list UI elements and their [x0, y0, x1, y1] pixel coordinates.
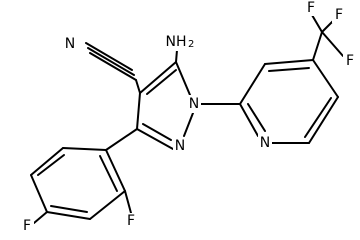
- c3-aryl-bond: [105, 128, 138, 151]
- atom-label: F: [127, 213, 135, 229]
- aryl-bond-c3-c4-inner: [50, 205, 88, 213]
- cf3-f3-bond: [321, 31, 344, 57]
- aryl-para-fluorine-atom: F: [20, 218, 34, 234]
- cf3-fluorine-2-atom: F: [332, 7, 346, 23]
- atom-label: N: [65, 36, 75, 52]
- nitrile-bond-2: [87, 47, 135, 76]
- c-cn-bond: [135, 79, 141, 94]
- pyrazole-n1-atom: N: [187, 95, 201, 113]
- cf3-f1-bond: [311, 14, 323, 33]
- cf3-fluorine-1-atom: F: [304, 0, 318, 16]
- aryl-ortho-fluorine-atom: F: [124, 213, 138, 229]
- amino-group: NH 2: [165, 33, 197, 51]
- nitrile-nitrogen-atom: N: [62, 34, 78, 52]
- pyrazole-bond-c5-n1: [175, 61, 191, 96]
- atom-label: N: [189, 96, 199, 112]
- pyrazole-bond-c4-c5: [139, 61, 177, 94]
- aryl-c4-f-bond: [33, 211, 48, 224]
- aryl-bond-c1-c2: [105, 149, 126, 192]
- atom-label: F: [335, 7, 343, 23]
- pyridine-bond-c3-c4-inner: [268, 67, 310, 72]
- aryl-bond-c5-c6: [30, 147, 64, 176]
- molecule-structure: N NH 2 N N N F F F: [20, 0, 357, 234]
- atom-label-layer: N NH 2 N N N F F F: [20, 0, 357, 234]
- aryl-bond-c2-c3: [89, 190, 126, 220]
- c5-nh2-bond: [175, 49, 178, 63]
- atom-subscript: 2: [188, 39, 194, 50]
- pyrazole-bond-c4-c3: [136, 92, 141, 130]
- cf3-fluorine-3-atom: F: [343, 53, 357, 69]
- nitrile-bond-3: [89, 52, 137, 81]
- atom-label: N: [260, 135, 270, 151]
- nitrile-bond-1: [85, 42, 133, 71]
- aryl-bond-c4-c5: [30, 174, 48, 213]
- atom-label: NH: [166, 34, 187, 50]
- atom-label: F: [307, 0, 315, 16]
- pyridine-bond-n-c2: [239, 103, 259, 137]
- aryl-bond-c1-c2-inner: [99, 155, 118, 192]
- atom-label: N: [175, 138, 185, 154]
- pyrazole-bond-c3-n2: [136, 128, 174, 150]
- pyrazole-bond-n2-n1: [183, 112, 194, 137]
- pyrazole-bond-c4-c5-inner: [146, 69, 177, 95]
- pyridine-bond-c5-c6-inner: [304, 97, 332, 138]
- bond-layer: [30, 14, 344, 224]
- atom-label: F: [346, 53, 354, 69]
- aryl-c2-f-bond: [124, 190, 132, 214]
- pyridine-bond-n-c2-inner: [247, 103, 266, 132]
- aryl-bond-c5-c6-inner: [37, 154, 65, 176]
- aryl-bond-c6-c1: [62, 147, 107, 151]
- pyridine-bond-c3-c4: [264, 59, 314, 65]
- pyridine-bond-c2-c3: [239, 63, 266, 105]
- pyrazole-n2-atom: N: [173, 137, 187, 155]
- pyridine-bond-c4-c5: [312, 59, 339, 98]
- aryl-bond-c3-c4: [46, 211, 91, 220]
- pyridine-bond-c5-c6: [308, 96, 339, 144]
- atom-label: F: [23, 218, 31, 234]
- c4-cf3-bond: [312, 31, 323, 61]
- molecule-canvas: N NH 2 N N N F F F: [20, 0, 357, 234]
- pyrazole-bond-c3-n2-inner: [142, 123, 172, 141]
- pyridine-nitrogen-atom: N: [258, 134, 272, 152]
